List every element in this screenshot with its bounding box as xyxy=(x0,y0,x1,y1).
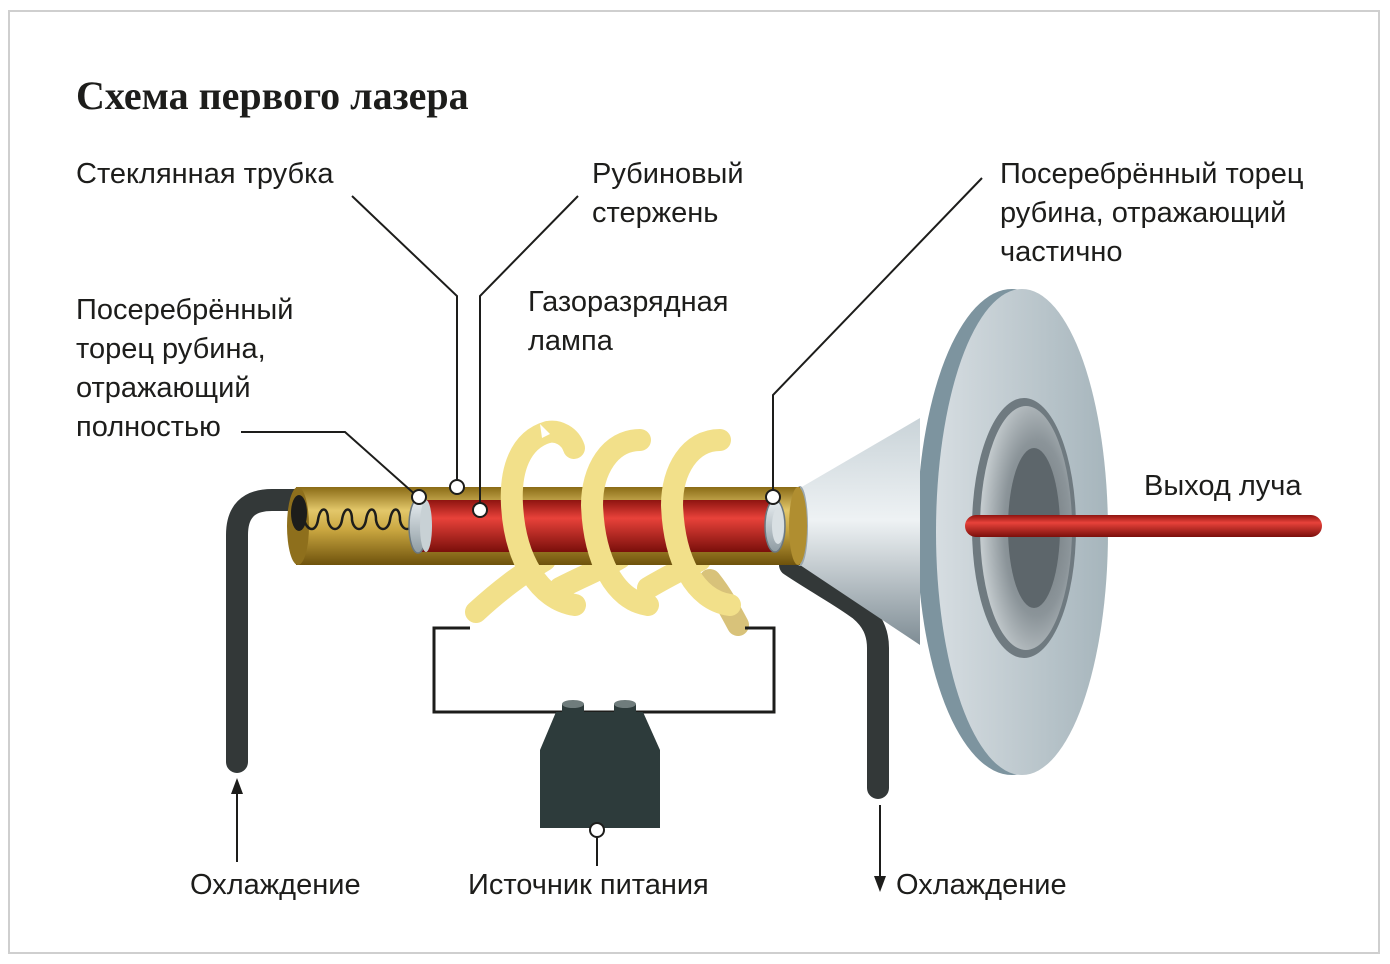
power-wires xyxy=(432,626,776,714)
label-flash-lamp: Газоразрядная лампа xyxy=(528,286,729,357)
lamp-notch xyxy=(540,424,550,438)
cooling-pipe-left xyxy=(226,489,311,773)
label-ruby-rod: Рубиновый стержень xyxy=(592,158,744,229)
label-cooling-out: Охлаждение xyxy=(896,869,1067,901)
label-silvered-end-full: Посеребрённый торец рубина, отражающий п… xyxy=(76,294,294,443)
arrow-cooling-out xyxy=(874,805,886,892)
label-cooling-in: Охлаждение xyxy=(190,869,361,901)
leader-lines xyxy=(241,177,983,866)
callout-dots xyxy=(411,479,781,838)
laser-beam xyxy=(965,515,1322,537)
label-power-source: Источник питания xyxy=(468,869,709,901)
spring-coil xyxy=(302,508,424,531)
label-glass-tube: Стеклянная трубка xyxy=(76,158,334,190)
label-silvered-end-partial: Посеребрённый торец рубина, отражающий ч… xyxy=(1000,158,1304,268)
arrow-cooling-in xyxy=(231,778,243,862)
label-beam-output: Выход луча xyxy=(1144,470,1302,502)
diagram-title: Схема первого лазера xyxy=(76,73,469,118)
power-source-box xyxy=(540,700,660,828)
cooling-pipe-right xyxy=(779,554,889,799)
flash-lamp xyxy=(500,420,741,616)
